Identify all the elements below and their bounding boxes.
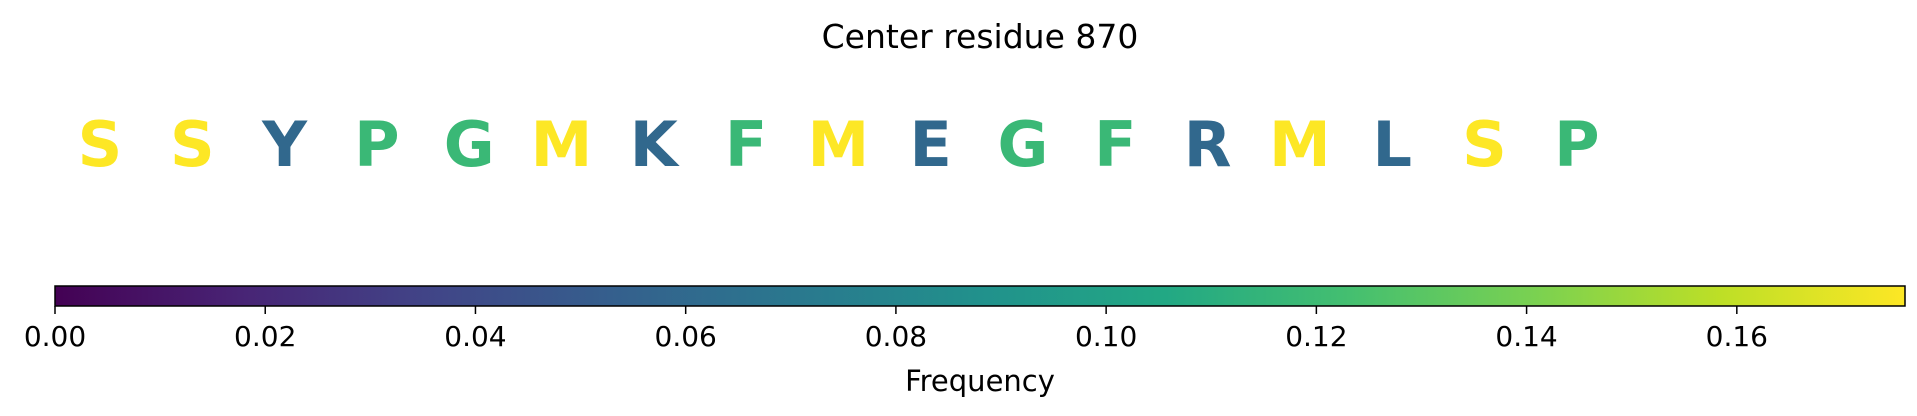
residue-letter: M (808, 108, 870, 181)
residue-letter: S (1462, 108, 1507, 181)
colorbar-tick-label: 0.04 (444, 320, 506, 353)
colorbar-tick-label: 0.16 (1706, 320, 1768, 353)
residue-letter: S (170, 108, 215, 181)
colorbar-tick-label: 0.14 (1495, 320, 1557, 353)
residue-letter: S (78, 108, 123, 181)
residue-letter: M (1269, 108, 1331, 181)
residue-letter: L (1372, 108, 1412, 181)
colorbar-tick-label: 0.08 (865, 320, 927, 353)
residue-letter: K (630, 108, 680, 181)
colorbar (54, 285, 1906, 307)
residue-letter: G (444, 108, 495, 181)
colorbar-tick-label: 0.10 (1075, 320, 1137, 353)
residue-letter: P (354, 108, 399, 181)
residue-letter: F (1094, 108, 1136, 181)
colorbar-tick-label: 0.02 (234, 320, 296, 353)
chart-title: Center residue 870 (822, 17, 1139, 56)
residue-letter: Y (261, 108, 308, 181)
colorbar-tick-label: 0.00 (24, 320, 86, 353)
residue-letter: M (531, 108, 593, 181)
colorbar-axis: 0.00 0.02 0.04 0.06 0.08 0.10 0.12 0.14 0.16 (24, 306, 1768, 353)
colorbar-label: Frequency (905, 364, 1055, 398)
residue-letter: P (1554, 108, 1599, 181)
residue-letter: G (998, 108, 1049, 181)
residue-letter: F (725, 108, 767, 181)
residue-letter: R (1184, 108, 1232, 181)
colorbar-tick-label: 0.12 (1285, 320, 1347, 353)
colorbar-tick-label: 0.06 (655, 320, 717, 353)
residue-letter: E (910, 108, 952, 181)
